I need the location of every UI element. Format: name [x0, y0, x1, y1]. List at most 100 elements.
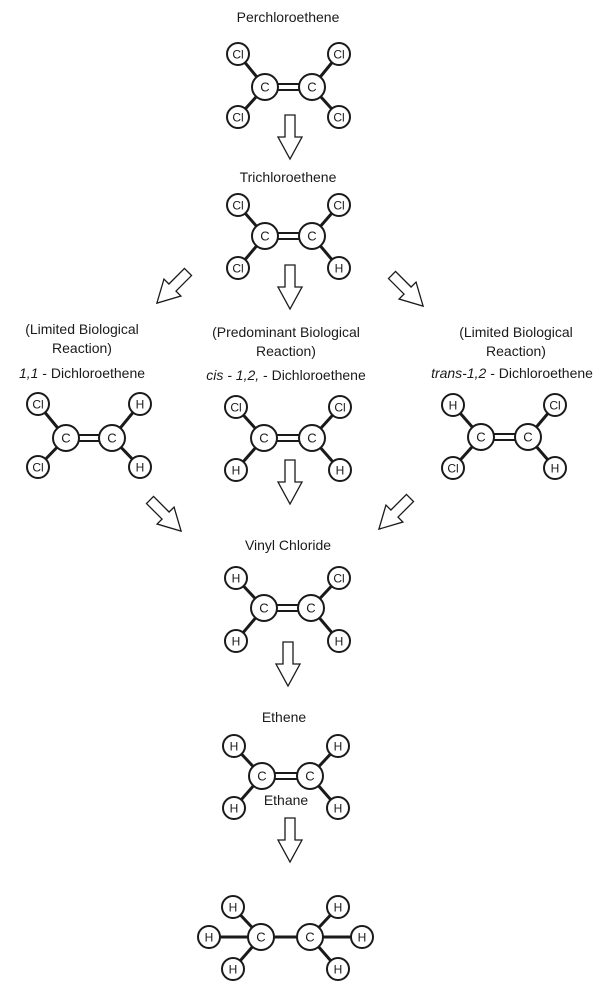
ethene-label: Ethene: [262, 709, 307, 725]
dce-cis-note-line2: Reaction): [256, 343, 316, 359]
atom-symbol: Cl: [32, 398, 43, 412]
atom-symbol: C: [260, 229, 269, 244]
atom-circle: [296, 923, 324, 951]
hollow-arrow: [155, 267, 193, 305]
atom-symbol: H: [136, 461, 145, 475]
atom-circle: [543, 456, 567, 480]
arrow-cis-dce-to-vinyl-chloride: [276, 459, 304, 506]
atom-symbol: Cl: [232, 48, 243, 62]
arrow-trichloroethene-to-11-dce: [155, 267, 193, 305]
atom-symbol: H: [136, 398, 145, 412]
atom-symbol: H: [232, 464, 241, 478]
atom-circle: [224, 395, 248, 419]
arrow-vinyl-chloride-to-ethene: [274, 641, 302, 688]
dce-trans-note-line2: Reaction): [486, 343, 546, 359]
atom-circle: [224, 629, 248, 653]
atom-symbol: H: [229, 901, 238, 915]
atom-circle: [328, 395, 352, 419]
atom-symbol: H: [334, 802, 343, 816]
atom-symbol: H: [230, 740, 239, 754]
atom-symbol: H: [551, 462, 560, 476]
atom-symbol: Cl: [232, 262, 243, 276]
atom-circle: [441, 393, 465, 417]
atom-circle: [327, 256, 351, 280]
hollow-arrow: [276, 817, 304, 864]
molecule-cis-12-dichloroethene: Cl Cl H H C C: [224, 395, 352, 482]
atom-symbol: C: [307, 229, 316, 244]
atom-symbol: Cl: [32, 461, 43, 475]
molecule-ethane: H H H H H H C C: [197, 895, 374, 981]
molecule-trichloroethene: Cl Cl Cl H C C: [226, 193, 351, 280]
atom-circle: [226, 105, 250, 129]
atom-circle: [226, 42, 250, 66]
atom-symbol: C: [305, 769, 314, 784]
arrow-trans-dce-to-vinyl-chloride: [377, 493, 415, 531]
atom-circle: [26, 455, 50, 479]
atom-circle: [543, 393, 567, 417]
molecule-vinyl-chloride: H Cl H H C C: [224, 566, 351, 653]
hollow-arrow: [274, 641, 302, 688]
atom-symbol: C: [305, 930, 314, 945]
dce-11-note-line2: Reaction): [52, 340, 112, 356]
carbon-atom: [298, 73, 326, 101]
hollow-arrow: [276, 459, 304, 506]
atom-symbol: Cl: [232, 111, 243, 125]
dce-cis-note-line1: (Predominant Biological: [212, 324, 360, 340]
atom-symbol: Cl: [333, 48, 344, 62]
atom-symbol: C: [256, 930, 265, 945]
atom-circle: [297, 594, 325, 622]
atom-symbol: H: [335, 262, 344, 276]
atom-symbol: C: [476, 430, 485, 445]
atom-symbol: H: [230, 802, 239, 816]
carbon-atom: [251, 73, 279, 101]
atom-circle: [26, 392, 50, 416]
atom-circle: [221, 957, 245, 981]
hollow-arrow: [387, 270, 425, 308]
arrow-ethene-to-ethane: [276, 817, 304, 864]
atom-circle: [248, 762, 276, 790]
atom-symbol: H: [335, 635, 344, 649]
atom-circle: [298, 222, 326, 250]
atom-circle: [128, 392, 152, 416]
ethane-label: Ethane: [264, 792, 309, 808]
atom-circle: [328, 458, 352, 482]
atom-circle: [327, 629, 351, 653]
dce-11-label: 1,1 - Dichloroethene: [19, 365, 145, 381]
atom-symbol: H: [336, 464, 345, 478]
atom-symbol: H: [449, 399, 458, 413]
atom-circle: [514, 423, 542, 451]
atom-circle: [52, 424, 80, 452]
arrow-perchloroethene-to-trichloroethene: [276, 114, 304, 161]
atom-symbol: C: [307, 431, 316, 446]
atom-symbol: C: [306, 601, 315, 616]
atom-circle: [327, 566, 351, 590]
atom-circle: [327, 105, 351, 129]
atom-circle: [224, 458, 248, 482]
atom-symbol: Cl: [334, 401, 345, 415]
atom-circle: [326, 734, 350, 758]
atom-symbol: Cl: [232, 199, 243, 213]
atom-symbol: C: [260, 80, 269, 95]
atom-symbol: C: [523, 430, 532, 445]
atom-circle: [327, 193, 351, 217]
atom-circle: [251, 222, 279, 250]
arrow-11-dce-to-vinyl-chloride: [145, 495, 183, 533]
atom-symbol: H: [334, 740, 343, 754]
atom-symbol: Cl: [333, 572, 344, 586]
arrow-trichloroethene-to-cis-dce: [276, 264, 304, 311]
hollow-arrow: [377, 493, 415, 531]
atom-symbol: H: [334, 901, 343, 915]
atom-circle: [226, 193, 250, 217]
atom-circle: [441, 456, 465, 480]
atom-circle: [222, 796, 246, 820]
atom-circle: [224, 566, 248, 590]
molecule-perchloroethene: Cl Cl Cl Cl C C: [226, 42, 351, 129]
vinyl-chloride-label: Vinyl Chloride: [245, 537, 331, 553]
atom-circle: [250, 594, 278, 622]
trichloroethene-label: Trichloroethene: [240, 169, 337, 185]
atom-circle: [326, 796, 350, 820]
hollow-arrow: [276, 264, 304, 311]
dce-11-note-line1: (Limited Biological: [25, 321, 139, 337]
hollow-arrow: [276, 114, 304, 161]
